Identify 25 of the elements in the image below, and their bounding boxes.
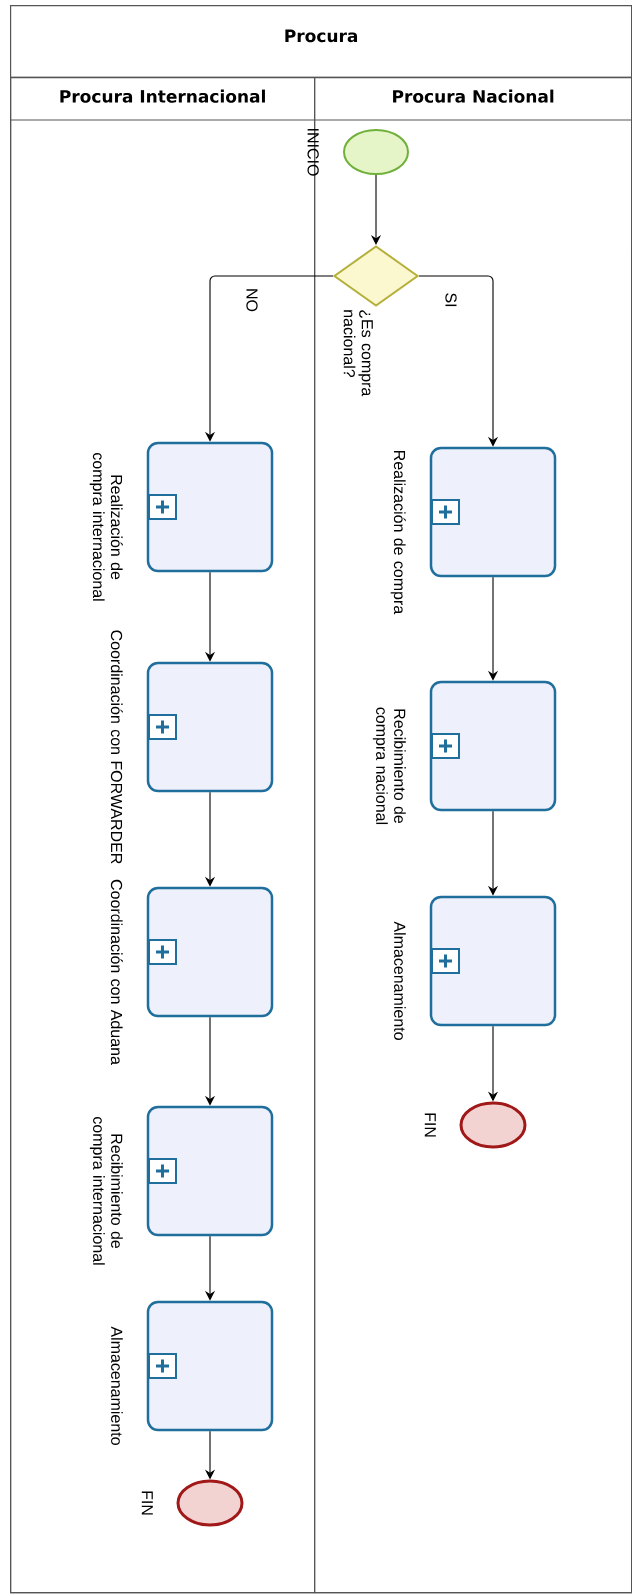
subprocess-box bbox=[146, 886, 274, 1018]
edge-label: NO bbox=[245, 287, 259, 313]
subprocess-box bbox=[429, 680, 557, 812]
gateway-label: ¿Es compra nacional? bbox=[343, 310, 373, 397]
start-event-circle bbox=[343, 129, 409, 175]
event-label: FIN bbox=[141, 1491, 153, 1515]
arrow bbox=[418, 275, 499, 447]
task-label: Coordinación con FORWARDER bbox=[110, 630, 123, 864]
task-label: Coordinación con Aduana bbox=[110, 879, 123, 1065]
end-event-circle bbox=[459, 1101, 527, 1149]
subprocess-box bbox=[146, 1105, 274, 1237]
end-event-circle bbox=[176, 1479, 244, 1527]
subprocess-box bbox=[146, 1300, 274, 1432]
event-label: FIN bbox=[424, 1113, 436, 1137]
task-label: Realización de compra internacional bbox=[89, 452, 123, 601]
task-label: Almacenamiento bbox=[394, 921, 406, 1040]
subprocess-box bbox=[146, 661, 274, 793]
subprocess-box bbox=[429, 895, 557, 1027]
task-label: Realización de compra bbox=[390, 451, 406, 615]
subprocess-box bbox=[429, 446, 557, 578]
task-label: Recibimiento de compra internacional bbox=[89, 1117, 123, 1265]
task-label: Almacenamiento bbox=[111, 1326, 123, 1445]
task-label: Recibimiento de compra nacional bbox=[372, 707, 406, 825]
subprocess-box bbox=[146, 441, 274, 573]
edge-label: SI bbox=[444, 291, 458, 309]
